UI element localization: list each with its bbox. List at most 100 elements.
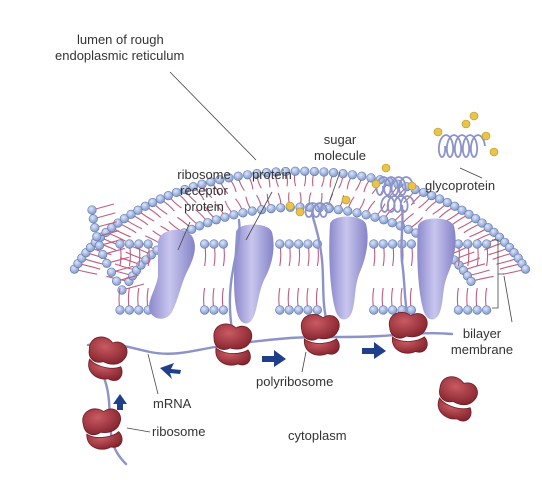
lipid-head xyxy=(418,187,429,198)
lipid-head xyxy=(200,239,210,249)
lipid-head xyxy=(435,194,445,204)
label-ribosome-receptor-line3: protein xyxy=(184,199,224,214)
lipid-head xyxy=(98,249,108,260)
leader-lumen xyxy=(169,71,257,161)
lipid-head xyxy=(347,170,358,180)
ribosome-receptor-protein-shape xyxy=(149,229,195,319)
lipid-head xyxy=(124,305,134,315)
arrow-up xyxy=(113,394,127,410)
label-protein: protein xyxy=(252,167,292,182)
lipid-head xyxy=(206,177,216,187)
protein-chain-3 xyxy=(400,204,410,320)
lipid-head xyxy=(171,187,182,198)
lipid-head xyxy=(257,205,267,215)
lipid-head xyxy=(328,168,339,178)
leader-mrna xyxy=(147,353,159,395)
lipid-head xyxy=(247,206,257,216)
ribosome-small-subunit xyxy=(215,347,251,366)
lipid-head xyxy=(472,239,482,249)
lipid-head xyxy=(450,201,460,211)
lipid-head xyxy=(300,166,310,176)
ribosome-small-subunit xyxy=(86,431,123,450)
lipid-head xyxy=(224,173,234,183)
lipid-head xyxy=(442,197,452,208)
lipid-head xyxy=(252,169,262,179)
leader-sugar xyxy=(329,171,341,201)
lipid-head xyxy=(464,209,474,219)
arrow-right-1 xyxy=(160,363,181,379)
sugar-bead xyxy=(433,127,443,137)
sugar-bead xyxy=(481,131,491,141)
lipid-head xyxy=(343,206,353,216)
lipid-head xyxy=(275,305,285,315)
lipid-head xyxy=(303,305,313,315)
lipid-head xyxy=(229,210,239,220)
protein-channel-3 xyxy=(417,218,456,320)
label-lumen-line2: endoplasmic reticulum xyxy=(55,48,184,63)
ribosome-large-subunit xyxy=(439,376,478,406)
sugar-bead xyxy=(295,207,305,217)
label-polyribosome: polyribosome xyxy=(256,374,333,389)
lipid-head xyxy=(338,169,348,179)
lipid-head xyxy=(238,208,248,218)
lipid-head xyxy=(319,167,329,177)
ribosomes xyxy=(82,312,478,450)
ribosome-large-subunit xyxy=(300,314,340,341)
ribosome-bound-3 xyxy=(388,312,428,354)
lipid-head xyxy=(369,239,379,249)
lipid-head xyxy=(218,305,228,315)
sugar-molecules xyxy=(285,111,499,217)
lipid-head xyxy=(520,264,531,274)
leader-ribosome xyxy=(126,427,151,433)
protein-channel-2 xyxy=(329,216,368,320)
sugar-bead xyxy=(407,181,417,191)
leader-polyribosome xyxy=(301,351,307,373)
ribosome-large-subunit xyxy=(88,336,128,365)
sugar-bead xyxy=(285,201,295,211)
lipid-head xyxy=(94,240,105,251)
lipid-head xyxy=(406,239,417,249)
label-ribosome-receptor-line2: receptor xyxy=(180,183,228,198)
lipid-head xyxy=(134,239,144,249)
ribosome-large-subunit xyxy=(213,323,253,350)
lipid-head xyxy=(361,210,371,220)
lipid-head xyxy=(294,239,304,249)
membrane-proteins xyxy=(149,216,456,324)
label-mrna: mRNA xyxy=(153,396,192,411)
lipid-head xyxy=(333,205,343,215)
ribosome-free-mrna xyxy=(88,336,128,381)
lipid-head xyxy=(200,305,210,315)
lipid-head xyxy=(482,239,492,249)
coil-stacked-1 xyxy=(375,176,414,196)
lipid-head xyxy=(275,239,285,249)
lipid-head xyxy=(119,214,129,224)
lipid-head xyxy=(370,212,380,222)
sugar-bead xyxy=(341,195,351,205)
ribosome-small-subunit xyxy=(391,336,428,354)
lipid-head xyxy=(294,305,304,315)
leader-protein xyxy=(245,191,273,241)
lipid-head xyxy=(388,305,398,315)
leader-glycoprotein xyxy=(459,167,483,179)
ribosome-small-subunit xyxy=(88,358,123,381)
lipid-head xyxy=(471,214,481,224)
lipid-head xyxy=(290,166,300,176)
lipid-head xyxy=(388,239,398,249)
lipid-head xyxy=(197,179,207,189)
leader-ribosome-receptor xyxy=(177,221,191,251)
lipid-head xyxy=(309,166,320,177)
lipid-head xyxy=(218,239,228,249)
lipid-head xyxy=(284,239,294,249)
direction-arrows xyxy=(113,342,386,410)
ribosome-small-subunit xyxy=(303,338,340,356)
lipid-head xyxy=(211,215,221,225)
label-glycoprotein: glycoprotein xyxy=(425,178,495,193)
lipid-head xyxy=(378,239,388,249)
protein-chain-1 xyxy=(228,218,241,332)
labels: lumen of rough endoplasmic reticulum rib… xyxy=(55,32,513,443)
lipid-head xyxy=(303,239,313,249)
lipid-head xyxy=(312,305,323,315)
lipid-head xyxy=(209,239,219,249)
lipid-head xyxy=(87,205,97,215)
